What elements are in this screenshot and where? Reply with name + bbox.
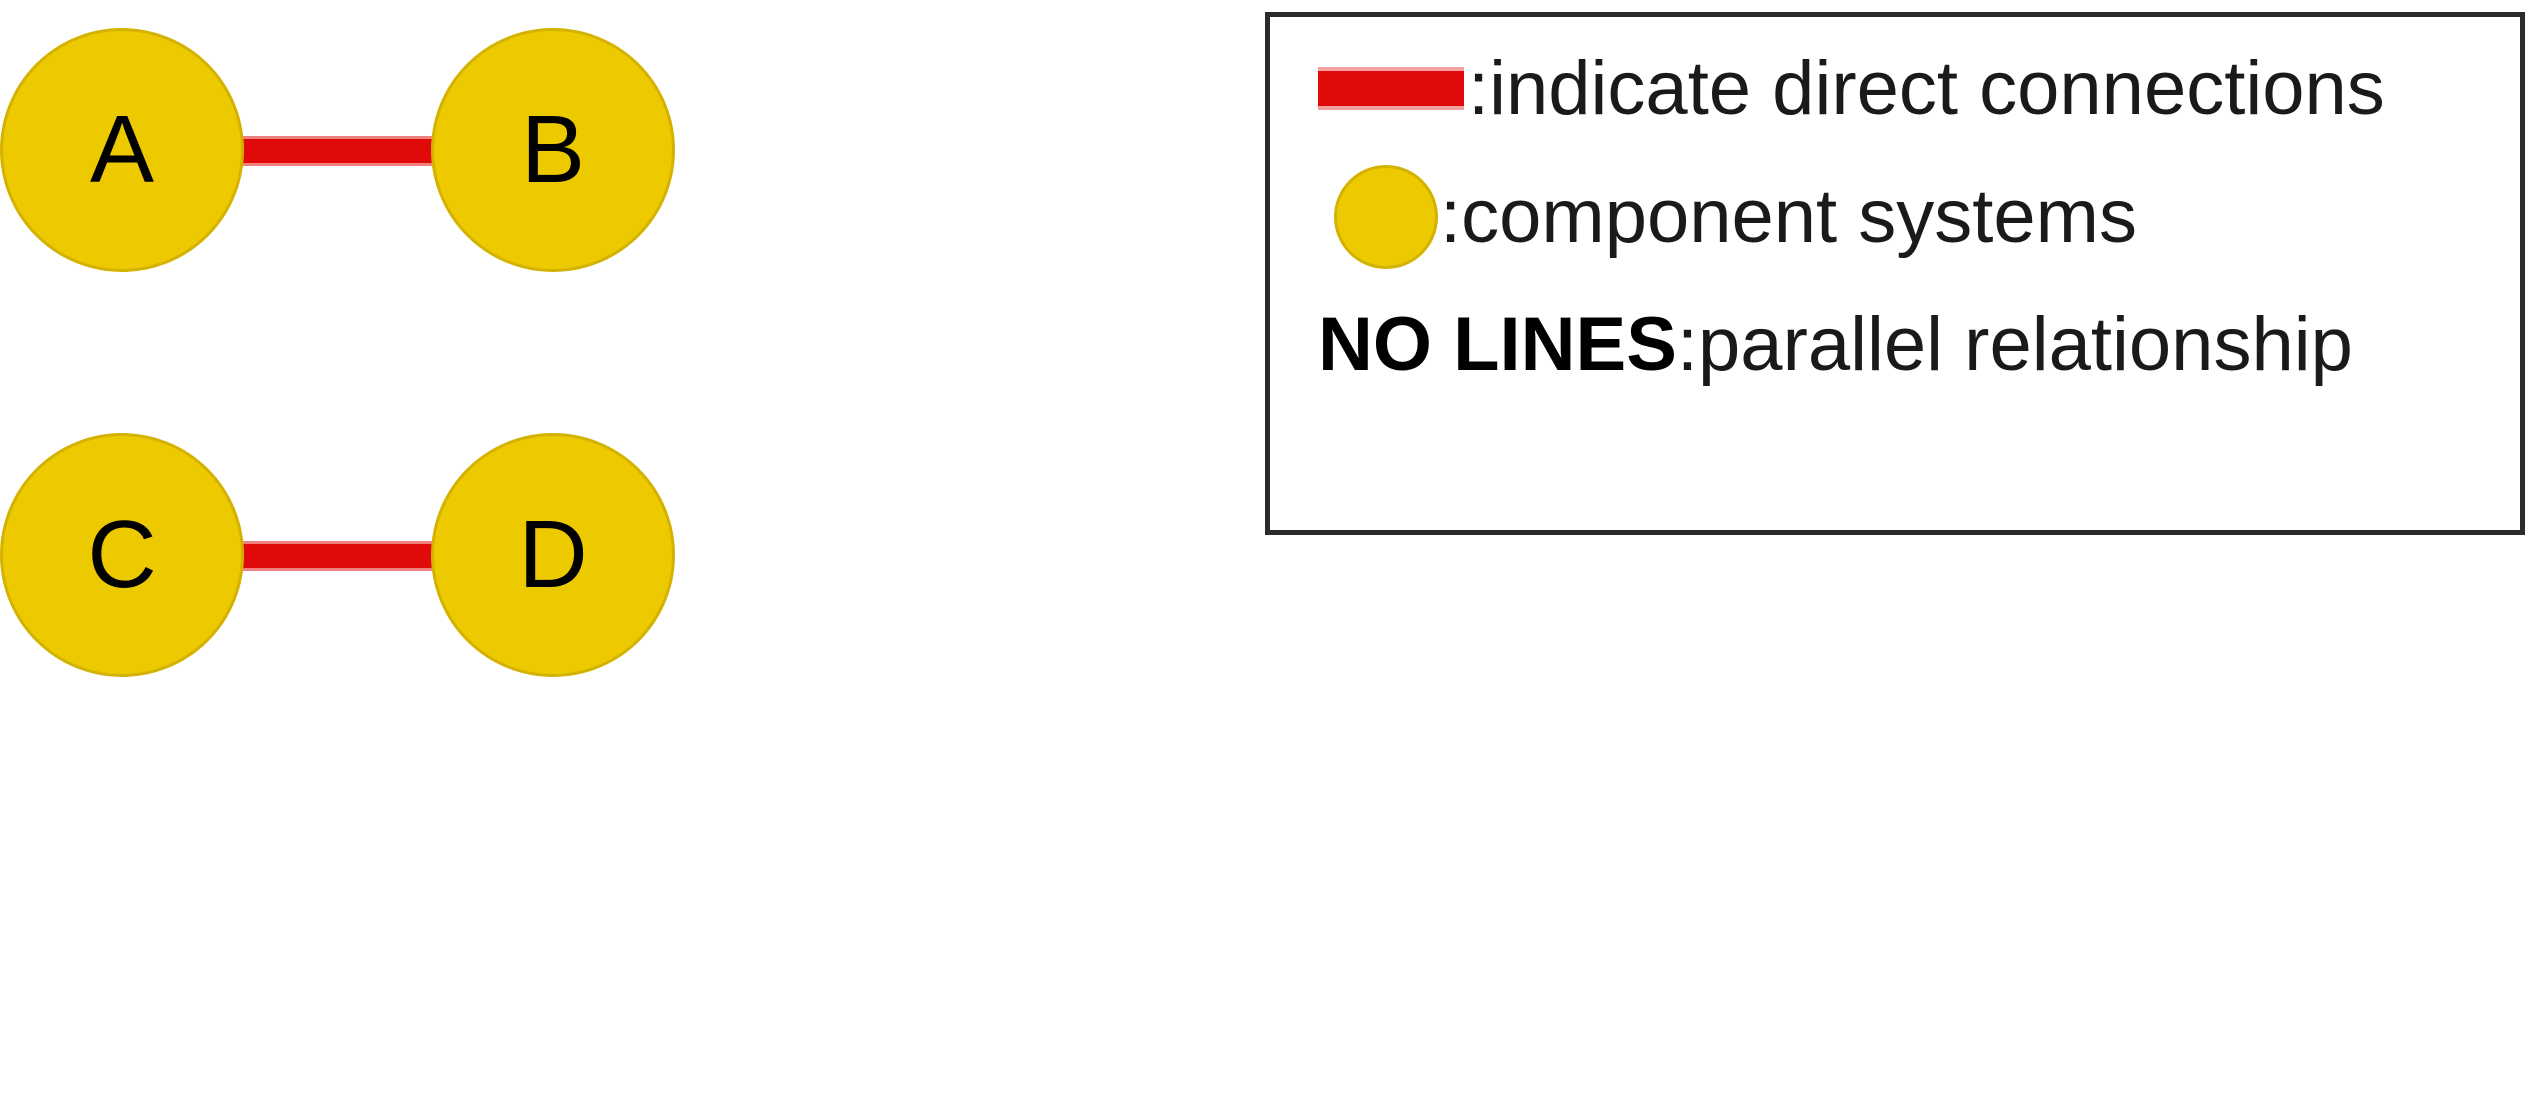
node-c-label: C [87,501,157,608]
node-c[interactable]: C [0,433,244,677]
legend-box: :indicate direct connections :component … [1265,12,2525,535]
legend-item-parallel-relationship-label: :parallel relationship [1676,302,2353,387]
node-a-label: A [89,96,155,203]
red-line-swatch-icon [1318,67,1464,111]
node-a[interactable]: A [0,28,244,272]
legend-item-direct-connection-label: :indicate direct connections [1468,46,2385,131]
legend-item-parallel-relationship-prefix: NO LINES [1318,302,1677,387]
yellow-circle-swatch-icon [1334,165,1438,269]
node-d[interactable]: D [431,433,675,677]
legend-item-direct-connection: :indicate direct connections [1318,49,2385,129]
node-d-label: D [518,501,588,608]
legend-item-component-system-label: :component systems [1440,174,2137,260]
legend-item-component-system: :component systems [1318,165,2137,269]
legend-item-parallel-relationship: NO LINES :parallel relationship [1318,305,2353,385]
node-b-label: B [520,96,586,203]
node-b[interactable]: B [431,28,675,272]
